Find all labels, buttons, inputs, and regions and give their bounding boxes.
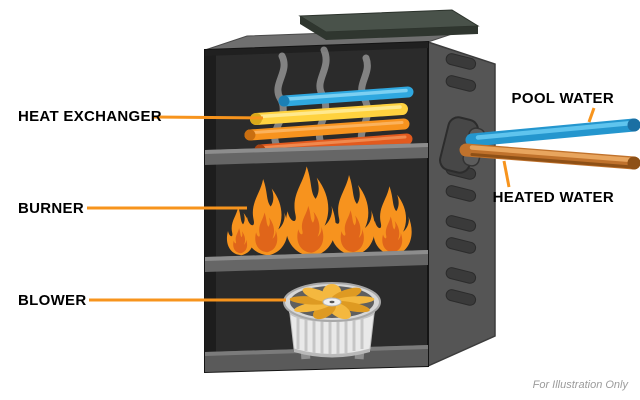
interior-left-wall — [205, 49, 216, 372]
label-blower: BLOWER — [18, 292, 87, 309]
housing-ribs — [296, 318, 364, 354]
lower-shelf — [205, 250, 428, 272]
upper-shelf — [205, 143, 428, 165]
heated-water-pipe — [459, 143, 640, 170]
label-pool-water: POOL WATER — [511, 90, 614, 107]
interior-ceiling — [205, 42, 428, 56]
leader-heat-exchanger — [152, 115, 264, 120]
label-heated-water: HEATED WATER — [492, 189, 614, 206]
label-burner: BURNER — [18, 200, 84, 217]
fan-blades — [289, 283, 375, 320]
housing-base-edge — [294, 349, 370, 358]
blower-assembly — [283, 282, 381, 360]
leader-heated-water — [502, 160, 511, 188]
illustration-note: For Illustration Only — [532, 379, 628, 391]
leader-pool-water — [587, 107, 596, 123]
pool-water-pipe — [465, 118, 640, 147]
side-vent-slots — [445, 53, 477, 306]
label-heat-exchanger: HEAT EXCHANGER — [18, 108, 162, 125]
blower-fan — [283, 282, 381, 322]
cabinet-side-panel — [427, 40, 496, 368]
top-vent-cap — [298, 9, 480, 40]
